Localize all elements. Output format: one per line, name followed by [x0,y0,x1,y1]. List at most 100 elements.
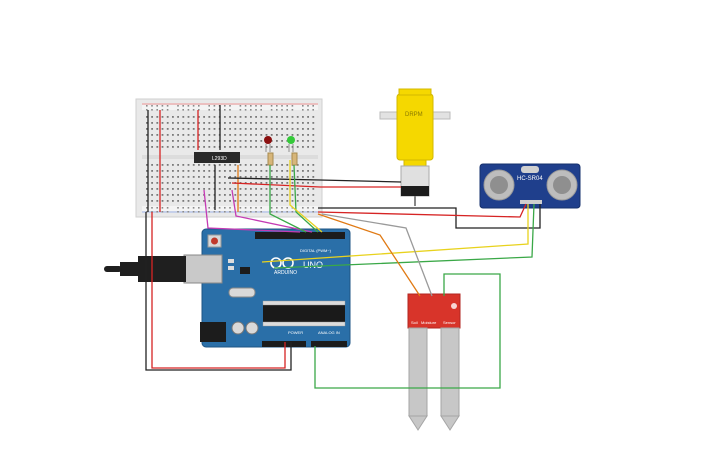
breadboard-hole [291,182,294,184]
breadboard-hole [302,200,304,202]
breadboard[interactable] [135,98,323,218]
breadboard-hole [146,182,148,184]
breadboard-hole [250,128,252,130]
breadboard-rail-hole [312,105,314,107]
breadboard-hole [234,116,237,118]
breadboard-hole [255,122,257,124]
breadboard-hole [276,164,278,166]
dc-gear-motor[interactable]: DRPM [379,88,451,206]
soil-moisture-sensor[interactable]: Soil Moisture Sensor [407,293,461,431]
breadboard-hole [291,188,294,190]
resistor-2[interactable] [291,152,298,166]
breadboard-rail-hole [192,105,195,107]
breadboard-hole [208,170,211,172]
breadboard-hole [172,140,174,142]
breadboard-hole [234,140,237,142]
breadboard-rail-hole [281,105,283,107]
red-led[interactable] [264,136,272,152]
analog-header [311,341,347,347]
breadboard-rail-hole [307,207,309,209]
breadboard-rail-hole [291,109,294,111]
power-jack[interactable] [200,322,226,342]
wire-moist-orange [317,213,421,297]
breadboard-hole [166,122,169,124]
breadboard-hole [312,140,315,142]
wire-ultra-green [273,203,535,269]
breadboard-hole [192,146,195,148]
breadboard-hole [208,122,211,124]
breadboard-rail-hole [151,211,153,213]
breadboard-hole [224,176,226,178]
breadboard-hole [146,164,148,166]
ultrasonic-sensor[interactable]: HC-SR04 [479,163,581,209]
usb-cable[interactable] [104,256,186,282]
breadboard-rail-hole [229,211,231,213]
breadboard-hole [312,134,315,136]
breadboard-hole [250,116,252,118]
breadboard-rail-hole [255,109,257,111]
breadboard-hole [177,200,179,202]
breadboard-hole [218,182,221,184]
breadboard-hole [281,170,283,172]
breadboard-hole [208,200,211,202]
breadboard-hole [296,140,299,142]
resistor-1[interactable] [267,152,274,166]
l293d-chip[interactable]: L293D [194,152,240,163]
breadboard-hole [260,164,263,166]
breadboard-hole [208,146,211,148]
usb-port[interactable] [183,254,223,284]
green-led[interactable] [287,136,295,152]
breadboard-hole [208,128,211,130]
breadboard-hole [156,200,159,202]
breadboard-hole [244,122,247,124]
breadboard-hole [177,182,179,184]
breadboard-rail-hole [244,211,247,213]
breadboard-hole [239,164,242,166]
breadboard-rail-hole [198,207,200,209]
breadboard-rail-hole [224,109,226,111]
breadboard-hole [156,188,159,190]
breadboard-hole [146,146,148,148]
breadboard-hole [161,194,164,196]
breadboard-hole [218,200,221,202]
breadboard-hole [307,122,309,124]
breadboard-rail-hole [146,211,148,213]
arduino-uno-board[interactable]: ARDUINO UNO DIGITAL (PWM~) POWER ANALOG … [183,228,351,348]
breadboard-rail-hole [276,105,278,107]
breadboard-hole [276,200,278,202]
breadboard-hole [161,134,164,136]
breadboard-hole [192,176,195,178]
breadboard-rail-hole [182,105,184,107]
breadboard-hole [198,176,200,178]
wire-power-red [151,212,286,369]
breadboard-rail-hole [229,105,231,107]
breadboard-hole [208,116,211,118]
breadboard-hole [218,164,221,166]
breadboard-hole [146,170,148,172]
breadboard-hole [146,134,148,136]
breadboard-hole [307,176,309,178]
breadboard-hole [239,146,242,148]
reset-button[interactable] [211,237,218,245]
breadboard-hole [203,164,205,166]
power-header [262,341,306,347]
breadboard-rail-hole [156,207,158,209]
breadboard-hole [166,176,169,178]
breadboard-hole [187,140,190,142]
breadboard-hole [244,140,247,142]
breadboard-hole [182,134,185,136]
breadboard-rail-hole [239,109,242,111]
breadboard-rail-hole [291,105,294,107]
wire-magenta-1 [203,189,301,233]
breadboard-hole [312,116,315,118]
breadboard-hole [172,164,174,166]
wire-ultra-yellow [261,204,529,263]
breadboard-hole [172,170,174,172]
breadboard-rail-hole [166,105,169,107]
breadboard-hole [260,140,263,142]
breadboard-hole [307,164,309,166]
breadboard-hole [265,122,268,124]
breadboard-hole [156,128,159,130]
breadboard-hole [286,176,289,178]
